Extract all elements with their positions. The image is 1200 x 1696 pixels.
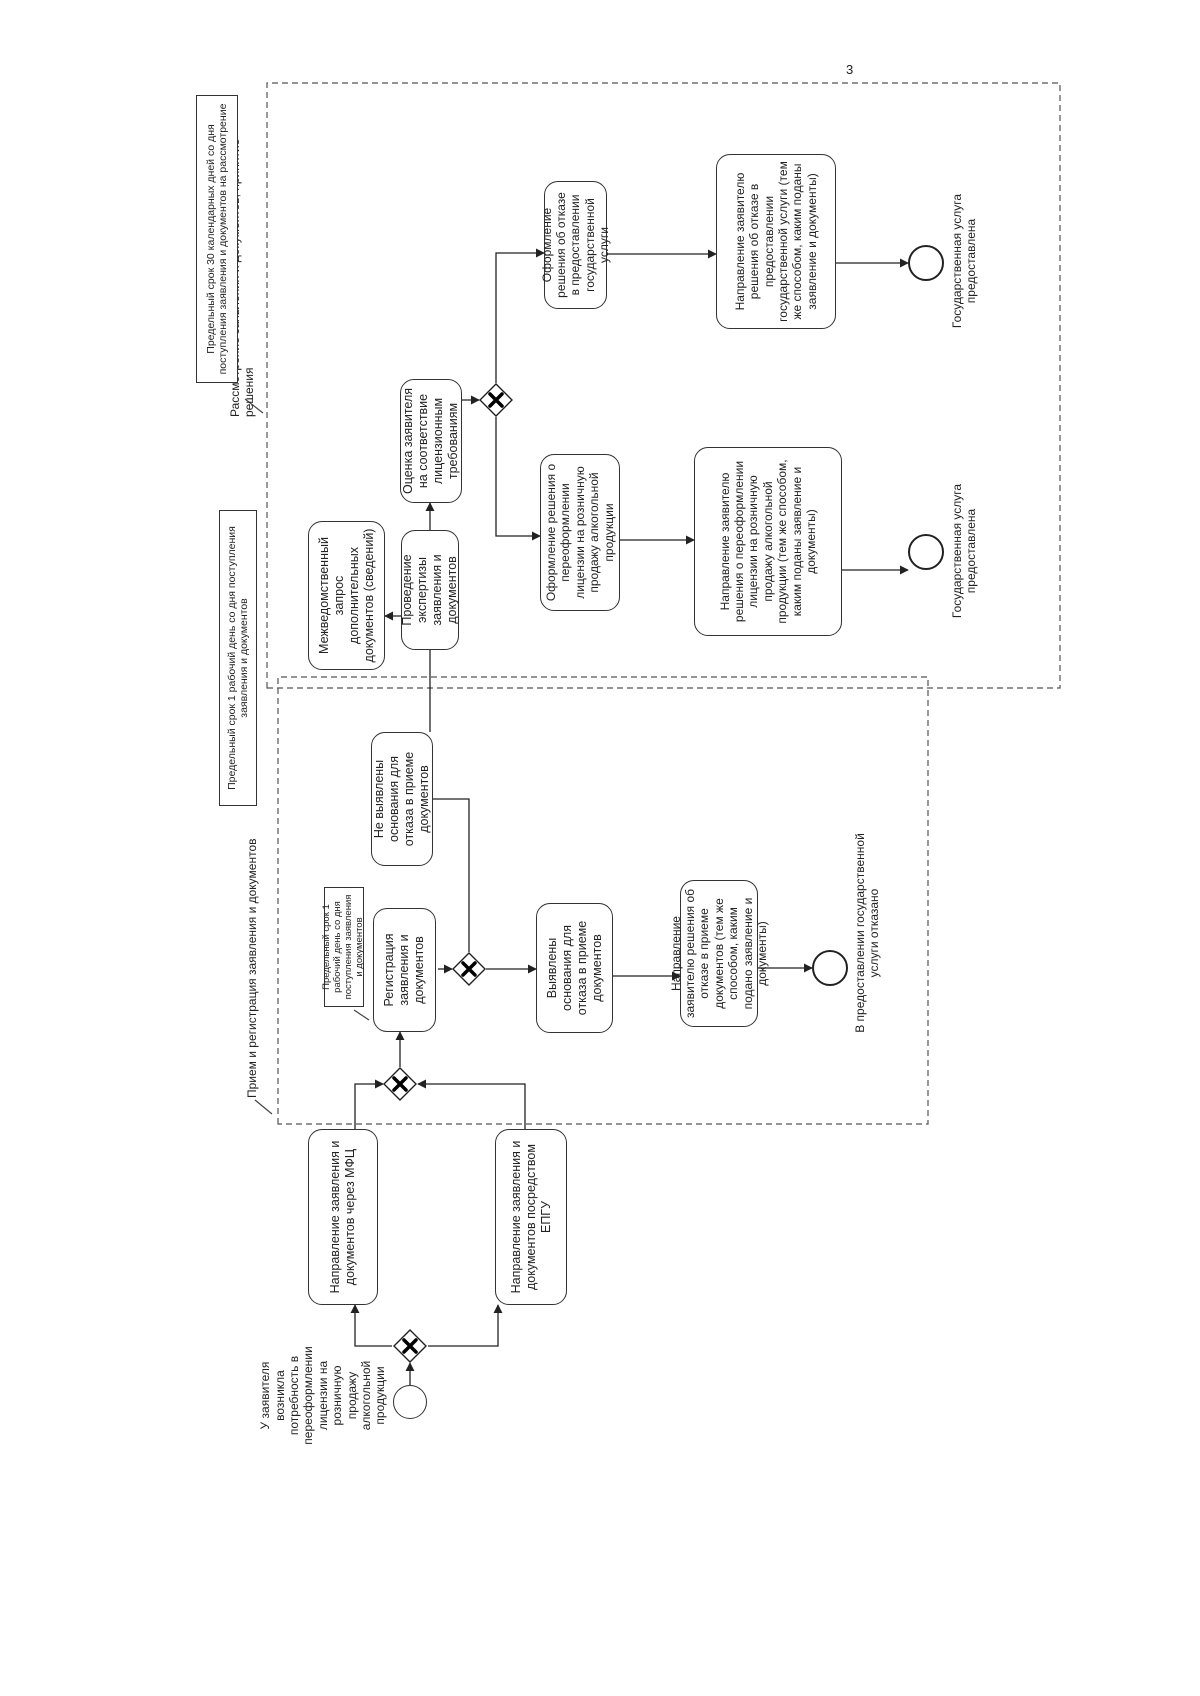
task-send-refusal-decision: Направление заявителю решения об отказе … <box>716 154 836 329</box>
start-event-label: У заявителя возникла потребность в перео… <box>258 1346 388 1445</box>
task-examination: Проведение экспертизы заявления и докуме… <box>400 530 459 650</box>
task-no-grounds-for-refusal: Не выявлены основания для отказа в прием… <box>371 732 433 866</box>
section-frame-review <box>266 82 1061 689</box>
task-decision-refusal: Оформление решения об отказе в предостав… <box>540 181 611 309</box>
end-event-refused-label: В предоставлении государственной услуги … <box>853 833 882 1033</box>
task-license-requirements-assessment: Оценка заявителя на соответствие лицензи… <box>400 379 462 503</box>
exclusive-gateway-4 <box>479 383 513 417</box>
task-interagency-request: Межведомственный запрос дополнительных д… <box>308 521 385 670</box>
exclusive-gateway-2 <box>383 1067 417 1101</box>
end-event-refused <box>812 950 848 986</box>
section1-deadline-note: Предельный срок 1 рабочий день со дня по… <box>219 510 257 806</box>
task-submit-mfc: Направление заявления и документов через… <box>308 1129 378 1305</box>
exclusive-gateway-3 <box>452 952 486 986</box>
end-event-provided-1-label: Государственная услуга предоставлена <box>950 483 979 619</box>
exclusive-gateway-1 <box>393 1329 427 1363</box>
end-event-provided-2 <box>908 245 944 281</box>
section2-deadline-note: Предельный срок 30 календарных дней со д… <box>196 95 238 383</box>
task-send-reissue-decision: Направление заявителю решения о переофор… <box>694 447 842 636</box>
task-grounds-for-refusal-found: Выявлены основания для отказа в приеме д… <box>536 903 613 1033</box>
section-frame-reception <box>277 676 929 1125</box>
task-registration: Регистрация заявления и документов <box>373 908 436 1032</box>
page-number: 3 <box>846 62 854 77</box>
end-event-provided-2-label: Государственная услуга предоставлена <box>950 193 979 329</box>
registration-deadline-note: Предельный срок 1 рабочий день со дня по… <box>321 887 365 1007</box>
end-event-provided-1 <box>908 534 944 570</box>
start-event <box>393 1385 427 1419</box>
section1-title: Прием и регистрация заявления и документ… <box>244 838 259 1098</box>
task-decision-reissue: Оформление решения о переоформлении лице… <box>540 454 620 611</box>
task-submit-epgu: Направление заявления и документов посре… <box>495 1129 567 1305</box>
task-send-refusal-of-acceptance: Направление заявителю решения об отказе … <box>669 880 769 1027</box>
